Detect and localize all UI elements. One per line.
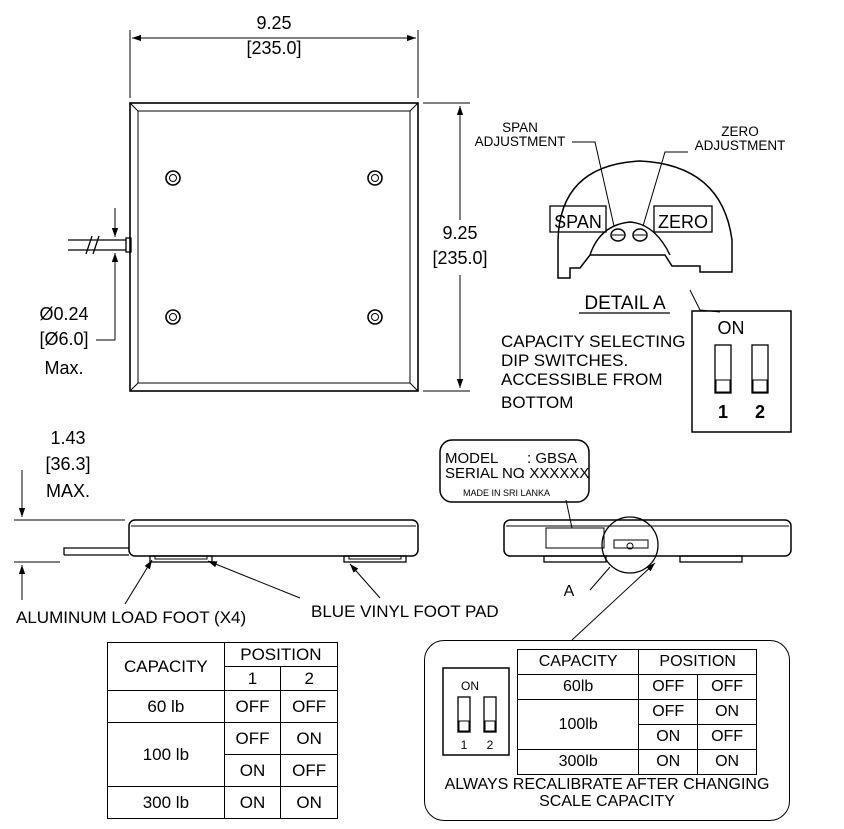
dip-1-label: 1 bbox=[718, 402, 728, 422]
position-cell: ON bbox=[697, 749, 757, 775]
dip-note-line4: BOTTOM bbox=[501, 393, 573, 412]
dip-note-line1: CAPACITY SELECTING bbox=[501, 332, 686, 351]
screw-icon bbox=[165, 170, 181, 186]
table-row: ON OFF bbox=[518, 724, 757, 750]
col-2-header: 2 bbox=[280, 666, 338, 691]
side-view-left bbox=[14, 470, 419, 605]
capacity-note-box bbox=[424, 640, 790, 821]
position-cell: ON bbox=[280, 786, 338, 819]
recalibrate-note: ALWAYS RECALIBRATE AFTER CHANGING SCALE … bbox=[424, 776, 790, 810]
table-row: 300 lb ON ON bbox=[107, 786, 338, 819]
cap-dip-graphic bbox=[442, 667, 510, 756]
zero-pot-icon bbox=[632, 228, 648, 242]
table-row: 60lb OFF OFF bbox=[516, 674, 757, 700]
zero-adjustment-label: ZERO bbox=[721, 124, 759, 139]
screw-icon bbox=[367, 170, 383, 186]
model-plate-small bbox=[545, 527, 605, 549]
position-header: POSITION bbox=[223, 642, 339, 667]
callout-a: A bbox=[564, 583, 575, 600]
plate-made-in: MADE IN SRI LANKA bbox=[463, 488, 550, 498]
dip-note-line2: DIP SWITCHES. bbox=[501, 351, 628, 370]
position-cell: ON bbox=[280, 722, 338, 755]
cap-dip-1: 1 bbox=[461, 738, 468, 752]
capacity-table-left: CAPACITY POSITION 1 2 60 lb OFF OFF 100 … bbox=[107, 642, 339, 819]
position-cell: OFF bbox=[638, 674, 699, 700]
capacity-cell: 60lb bbox=[516, 674, 640, 700]
cap-dip-on: ON bbox=[461, 679, 479, 693]
dip-switch-2 bbox=[751, 344, 769, 394]
side-height-in: 1.43 bbox=[50, 428, 85, 448]
capacity-cell: 300 lb bbox=[107, 786, 225, 819]
screw-icon bbox=[165, 309, 181, 325]
span-adjustment-label: SPAN bbox=[502, 120, 538, 135]
detail-a-title: DETAIL A bbox=[584, 293, 666, 314]
capacity-cell: 60 lb bbox=[107, 690, 225, 723]
position-cell: ON bbox=[223, 754, 282, 787]
position-cell: OFF bbox=[697, 724, 757, 750]
plate-serial-key: SERIAL NO bbox=[445, 465, 524, 482]
height-dim-mm: [235.0] bbox=[432, 248, 487, 268]
detail-a-callout bbox=[601, 516, 659, 574]
dip-switch-box bbox=[691, 310, 792, 433]
position-cell: ON bbox=[638, 749, 699, 775]
position-cell: OFF bbox=[223, 722, 282, 755]
side-height-mm: [36.3] bbox=[45, 454, 90, 474]
recalibrate-note-line2: SCALE CAPACITY bbox=[539, 793, 675, 810]
foot-pad-label: BLUE VINYL FOOT PAD bbox=[311, 602, 499, 621]
table-row: 60 lb OFF OFF bbox=[107, 690, 338, 723]
position-cell: ON bbox=[638, 724, 699, 750]
position-cell: ON bbox=[697, 699, 757, 725]
recalibrate-note-line1: ALWAYS RECALIBRATE AFTER CHANGING bbox=[444, 776, 770, 793]
table-row: 100 lb OFF ON bbox=[107, 722, 338, 787]
cable-dia-in: Ø0.24 bbox=[39, 304, 88, 324]
capacity-header: CAPACITY bbox=[107, 642, 225, 691]
side-view-right bbox=[439, 439, 792, 641]
capacity-cell: 300lb bbox=[516, 749, 640, 775]
position-cell: OFF bbox=[280, 690, 338, 723]
dip-switch-1 bbox=[714, 344, 732, 394]
capacity-table-right: CAPACITY POSITION 60lb OFF OFF 100lb OFF… bbox=[516, 649, 757, 775]
capacity-header: CAPACITY bbox=[516, 649, 640, 675]
capacity-cell: 100lb bbox=[516, 699, 640, 750]
span-adjustment-label-2: ADJUSTMENT bbox=[475, 134, 566, 149]
cap-dip-2: 2 bbox=[487, 738, 494, 752]
cable-dia-note: Max. bbox=[44, 358, 83, 378]
span-pot-icon bbox=[610, 228, 626, 242]
top-view bbox=[68, 30, 470, 392]
plate-model-key: MODEL bbox=[445, 450, 498, 467]
model-plate bbox=[439, 439, 590, 503]
table-row: 300lb ON ON bbox=[516, 749, 757, 775]
screw-icon bbox=[367, 309, 383, 325]
position-cell: OFF bbox=[223, 690, 282, 723]
position-cell: OFF bbox=[280, 754, 338, 787]
load-foot-label: ALUMINUM LOAD FOOT (X4) bbox=[16, 608, 246, 627]
zero-label: ZERO bbox=[658, 212, 708, 232]
dip-2-label: 2 bbox=[755, 402, 765, 422]
plate-serial-value: : XXXXXX bbox=[521, 465, 589, 482]
dip-note-line3: ACCESSIBLE FROM bbox=[501, 370, 663, 389]
detail-a bbox=[549, 141, 792, 433]
position-cell: OFF bbox=[638, 699, 699, 725]
width-dim-mm: [235.0] bbox=[246, 38, 301, 58]
table-row: 100lb OFF ON bbox=[516, 699, 757, 750]
width-dim-in: 9.25 bbox=[256, 13, 291, 33]
position-cell: ON bbox=[223, 786, 282, 819]
zero-adjustment-label-2: ADJUSTMENT bbox=[695, 138, 786, 153]
position-header: POSITION bbox=[638, 649, 757, 675]
cable-dia-mm: [Ø6.0] bbox=[39, 329, 88, 349]
span-label: SPAN bbox=[554, 212, 602, 232]
position-cell: OFF bbox=[697, 674, 757, 700]
platform-inner-bevel bbox=[137, 110, 411, 384]
capacity-cell: 100 lb bbox=[107, 722, 225, 787]
dip-on-label: ON bbox=[718, 318, 745, 338]
plate-model-value: : GBSA bbox=[527, 450, 577, 467]
cable bbox=[68, 235, 132, 255]
height-dim-in: 9.25 bbox=[442, 223, 477, 243]
col-1-header: 1 bbox=[223, 666, 282, 691]
platform-outline bbox=[129, 102, 419, 392]
side-height-note: MAX. bbox=[46, 481, 90, 501]
